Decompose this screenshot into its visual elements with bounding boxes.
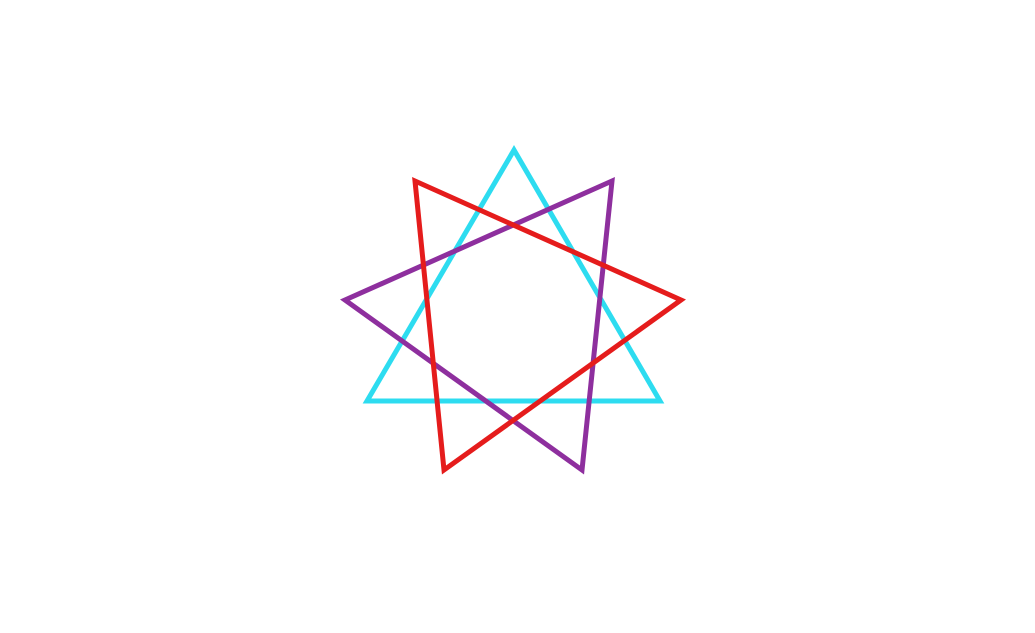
purple-quadrilateral bbox=[340, 176, 615, 475]
cyan-triangle bbox=[362, 145, 665, 404]
red-quadrilateral bbox=[412, 176, 686, 475]
